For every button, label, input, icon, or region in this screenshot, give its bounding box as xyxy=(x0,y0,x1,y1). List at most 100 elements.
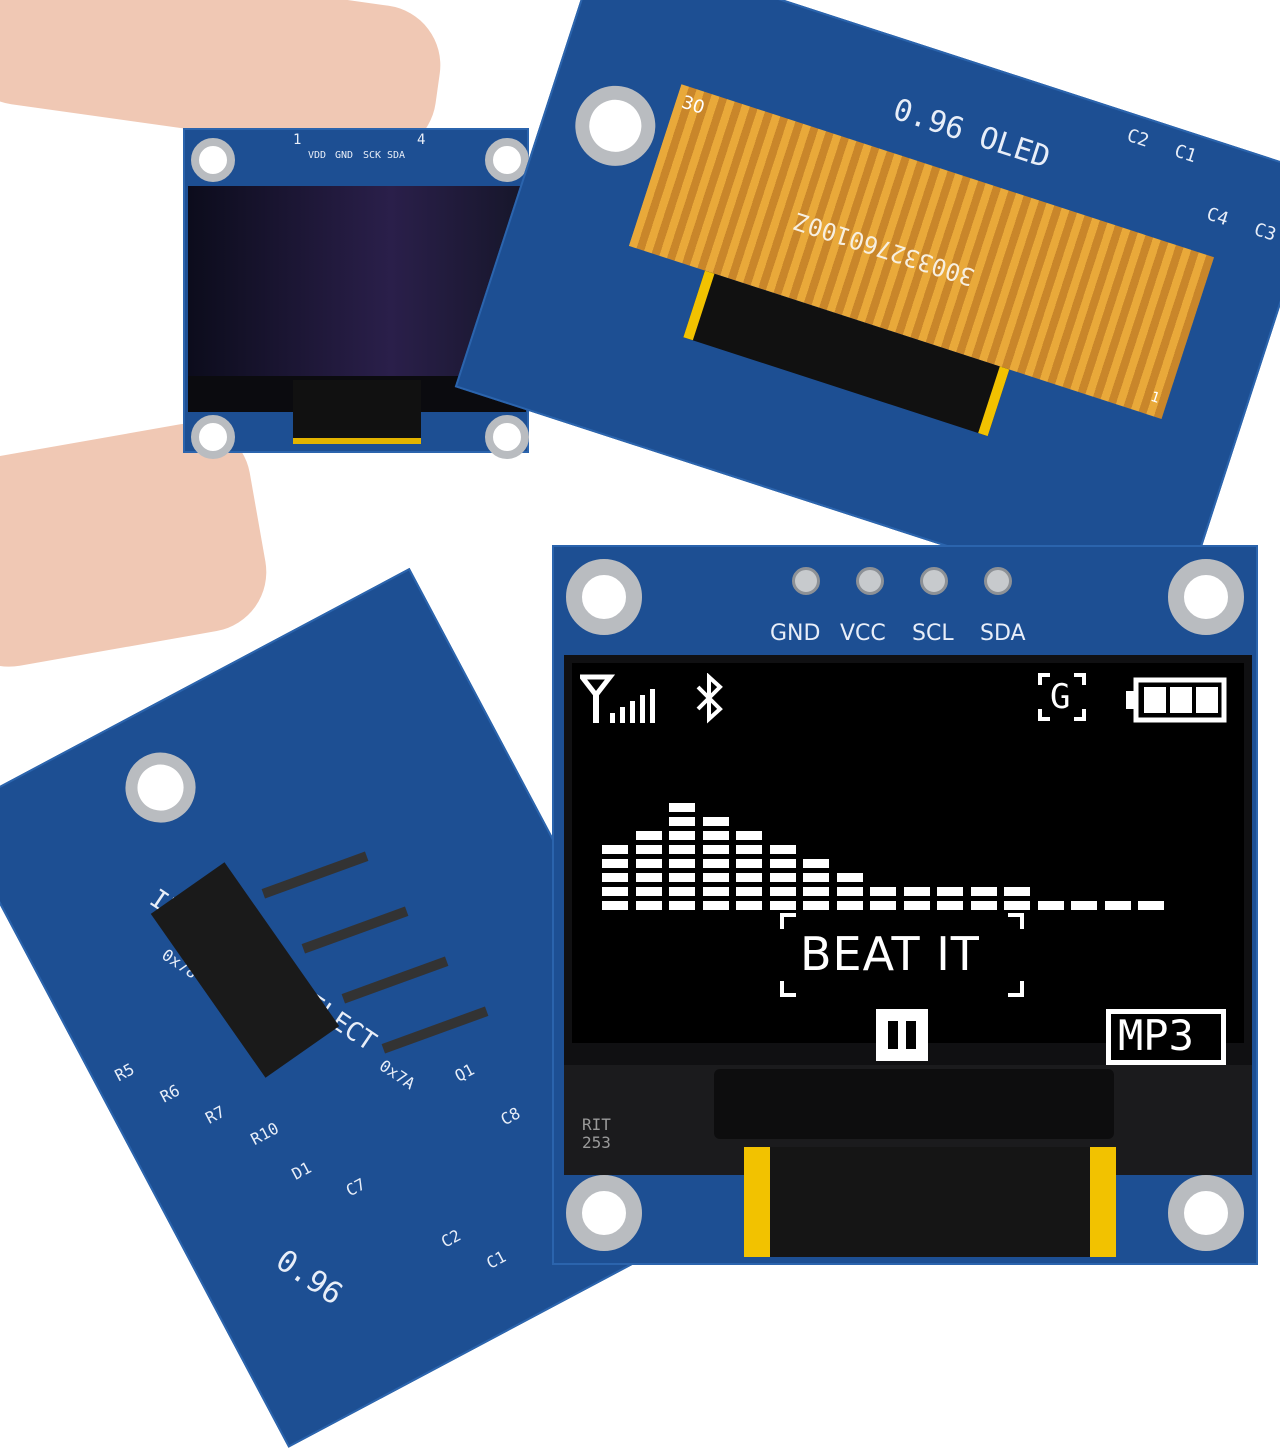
song-title-frame: BEAT IT xyxy=(780,913,1024,997)
cap-label: C2 xyxy=(1124,125,1152,152)
pin-label: SCK xyxy=(363,150,382,161)
pin-label: GND xyxy=(335,150,354,161)
cap-label: C4 xyxy=(1203,203,1232,231)
component-label: R10 xyxy=(247,1118,282,1149)
size-label: 0.96 xyxy=(269,1242,349,1313)
equalizer-segment xyxy=(669,831,695,840)
equalizer-segment xyxy=(736,901,762,910)
equalizer-segment xyxy=(736,845,762,854)
bracket-frame-icon xyxy=(1038,673,1086,721)
equalizer-segment xyxy=(769,845,796,854)
equalizer-segment xyxy=(635,873,662,882)
component-label: C7 xyxy=(342,1174,369,1201)
pin-label: SDA xyxy=(387,150,406,161)
mount-hole xyxy=(191,415,235,459)
equalizer-segment xyxy=(635,901,662,910)
oled-display: G BEAT IT MP3 xyxy=(572,663,1244,1065)
equalizer-segment xyxy=(970,887,997,896)
small-oled-module: 1 4 VDD GND SCK SDA xyxy=(183,128,529,459)
equalizer-segment xyxy=(702,817,729,826)
network-g-label: G xyxy=(1050,677,1071,717)
equalizer-segment xyxy=(1138,901,1164,910)
equalizer-segment xyxy=(769,901,796,910)
equalizer-segment xyxy=(736,831,762,840)
pause-icon xyxy=(876,1009,928,1061)
equalizer-segment xyxy=(669,803,695,812)
pin-label: VDD xyxy=(308,150,327,161)
equalizer-segment xyxy=(736,859,762,868)
bluetooth-icon xyxy=(696,673,723,724)
equalizer-segment xyxy=(803,859,829,868)
network-g-indicator: G xyxy=(1038,673,1086,721)
mount-hole xyxy=(1168,559,1244,635)
equalizer-segment xyxy=(1104,901,1131,910)
battery-cell xyxy=(1196,687,1218,713)
equalizer-segment xyxy=(903,887,930,896)
equalizer-segment xyxy=(769,859,796,868)
equalizer-segment xyxy=(937,901,963,910)
equalizer-segment xyxy=(1004,887,1030,896)
equalizer-segment xyxy=(803,873,829,882)
equalizer-segment xyxy=(602,859,628,868)
flex-cable-code: 300332760100Z xyxy=(790,206,979,292)
mount-hole xyxy=(485,138,529,182)
component-label: C8 xyxy=(497,1103,524,1130)
component-label: R7 xyxy=(202,1101,229,1128)
component-label: Q1 xyxy=(451,1059,478,1086)
corner-brackets-icon xyxy=(780,913,1024,997)
equalizer-segment xyxy=(769,887,796,896)
equalizer-segment xyxy=(669,887,695,896)
flex-connector xyxy=(744,1147,1116,1257)
equalizer-segment xyxy=(1071,901,1097,910)
header-pin-sda xyxy=(984,567,1012,595)
equalizer-segment xyxy=(669,901,695,910)
equalizer-segment xyxy=(702,901,729,910)
equalizer-segment xyxy=(669,859,695,868)
signal-antenna-icon xyxy=(580,674,655,723)
flex-pin-1: 1 xyxy=(1148,388,1162,407)
equalizer-segment xyxy=(702,873,729,882)
equalizer-segment xyxy=(602,887,628,896)
header-pin-gnd xyxy=(792,567,820,595)
equalizer-segment xyxy=(903,901,930,910)
equalizer-segment xyxy=(870,887,896,896)
equalizer-segment xyxy=(702,831,729,840)
equalizer-segment xyxy=(635,859,662,868)
mount-hole xyxy=(564,75,666,177)
mount-hole xyxy=(566,1175,642,1251)
flex-pin-30: 30 xyxy=(678,91,708,119)
chip-marking: 253 xyxy=(582,1133,611,1152)
equalizer-segment xyxy=(635,887,662,896)
equalizer-segment xyxy=(803,887,829,896)
equalizer-segment xyxy=(602,873,628,882)
equalizer-segment xyxy=(669,873,695,882)
header-pin-vcc xyxy=(856,567,884,595)
component-label: R5 xyxy=(111,1059,138,1086)
flex-connector xyxy=(293,380,421,444)
mount-hole xyxy=(485,415,529,459)
pin-label: VCC xyxy=(840,621,886,646)
pin-number-4: 4 xyxy=(417,132,426,148)
equalizer-segment xyxy=(803,901,829,910)
equalizer-segment xyxy=(635,845,662,854)
pin-label: GND xyxy=(770,621,821,646)
equalizer-segment xyxy=(1037,901,1064,910)
component-label: C1 xyxy=(483,1246,510,1273)
equalizer-segment xyxy=(970,901,997,910)
driver-chip xyxy=(714,1069,1114,1139)
cap-label: C3 xyxy=(1251,218,1279,246)
equalizer-segment xyxy=(736,873,762,882)
equalizer-segment xyxy=(702,887,729,896)
oled-module-back: 0.96 OLED C2 C1 C4 C3 30 1 300332760100Z xyxy=(454,0,1280,622)
header-pin-scl xyxy=(920,567,948,595)
equalizer-segment xyxy=(635,831,662,840)
chip-marking: RIT xyxy=(582,1115,611,1134)
equalizer-segment xyxy=(769,873,796,882)
equalizer-segment xyxy=(836,887,863,896)
mount-hole xyxy=(1168,1175,1244,1251)
main-oled-module: GND VCC SCL SDA G xyxy=(552,545,1258,1265)
mount-hole xyxy=(191,138,235,182)
pin-label: SCL xyxy=(912,621,954,646)
mount-hole xyxy=(566,559,642,635)
equalizer-segment xyxy=(669,845,695,854)
